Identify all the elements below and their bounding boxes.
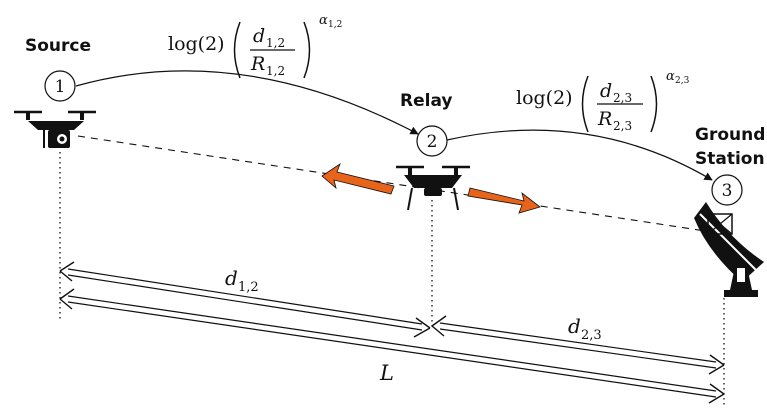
move-right-arrow bbox=[467, 187, 541, 214]
node-2-number: 2 bbox=[427, 132, 438, 152]
line-of-sight-dashed bbox=[77, 135, 713, 233]
formula-2-3-right-paren bbox=[650, 75, 658, 133]
distance-label-d23-sub: 2,3 bbox=[581, 328, 602, 343]
formula-2-3-numerator: d bbox=[600, 80, 612, 102]
formula-2-3-prefix: log(2) bbox=[516, 87, 573, 109]
drone-camera-icon bbox=[14, 110, 96, 148]
distance-arrow-L bbox=[59, 288, 725, 404]
formula-2-3-exponent: α bbox=[666, 69, 675, 84]
distance-label-L: L bbox=[379, 361, 394, 385]
node-2: 2 bbox=[416, 125, 448, 157]
drone-icon bbox=[396, 165, 470, 211]
formula-1-2-numerator: d bbox=[253, 25, 265, 47]
formula-1-2-exponent: α bbox=[319, 13, 328, 28]
source-label: Source bbox=[25, 36, 91, 56]
ground-label-line1: Ground bbox=[695, 125, 765, 145]
hop-arrow-2-3 bbox=[446, 129, 713, 181]
node-1: 1 bbox=[44, 70, 76, 102]
node-3-circle bbox=[711, 174, 743, 206]
move-left-arrow bbox=[321, 162, 395, 195]
formula-2-3-exponent-sub: 2,3 bbox=[675, 76, 690, 86]
node-1-circle bbox=[44, 70, 76, 102]
ground-label-line2: Station bbox=[695, 149, 765, 169]
formula-2-3-denominator-sub: 2,3 bbox=[613, 119, 632, 133]
node-1-number: 1 bbox=[55, 77, 66, 97]
formula-1-2-exponent-sub: 1,2 bbox=[328, 20, 342, 30]
formula-1-2-denominator: R bbox=[250, 53, 265, 75]
formula-1-2-right-paren bbox=[303, 21, 311, 79]
distance-label-d23: d bbox=[568, 314, 581, 338]
hop-arrow-1-2 bbox=[75, 70, 419, 135]
node-2-circle bbox=[416, 125, 448, 157]
distance-arrow-d12 bbox=[59, 261, 431, 338]
formula-2-3-denominator: R bbox=[597, 108, 612, 130]
node-3-number: 3 bbox=[722, 181, 733, 201]
distance-label-d12-sub: 1,2 bbox=[238, 280, 259, 295]
distance-arrow-d23 bbox=[431, 315, 725, 375]
satellite-dish-icon bbox=[694, 202, 764, 297]
formula-2-3-left-paren bbox=[581, 75, 589, 133]
relay-label: Relay bbox=[400, 91, 452, 111]
distance-label-d12: d bbox=[225, 266, 238, 290]
formula-2-3-numerator-sub: 2,3 bbox=[613, 91, 632, 105]
formula-1-2: log(2) d 1,2 R 1,2 α 1,2 bbox=[168, 13, 342, 79]
formula-1-2-prefix: log(2) bbox=[168, 33, 225, 55]
formula-1-2-numerator-sub: 1,2 bbox=[266, 36, 285, 50]
node-3: 3 bbox=[711, 174, 743, 206]
formula-2-3: log(2) d 2,3 R 2,3 α 2,3 bbox=[516, 69, 690, 133]
formula-1-2-denominator-sub: 1,2 bbox=[266, 64, 285, 78]
formula-1-2-left-paren bbox=[233, 21, 241, 79]
